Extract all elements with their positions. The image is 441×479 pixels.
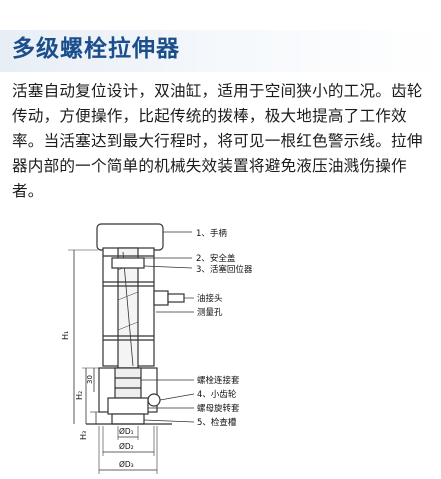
- oil-connector-shape: [153, 290, 169, 306]
- dim-d3: ØD₃: [119, 460, 134, 469]
- dim-h3: H₃: [79, 431, 88, 440]
- groove-shape: [111, 413, 145, 425]
- label-oil-joint: 油接头: [197, 293, 223, 304]
- label-small-gear: 4、小齿轮: [197, 389, 237, 400]
- dim-h2: H₂: [75, 391, 84, 400]
- dim-h1: H₁: [61, 331, 70, 340]
- piston-reset-shape: [111, 257, 145, 269]
- label-handle: 1、手柄: [196, 228, 227, 239]
- title-banner: [0, 30, 441, 72]
- label-safety-cover: 2、安全盖: [196, 253, 236, 264]
- page-title: 多级螺栓拉伸器: [12, 36, 180, 62]
- nut-sleeve-shape: [107, 397, 149, 415]
- dim-d1: ØD₁: [119, 427, 134, 436]
- bolt-sleeve-shape: [114, 367, 142, 399]
- small-gear-shape: [147, 393, 161, 407]
- label-groove: 5、检查槽: [197, 417, 237, 428]
- label-piston-reset: 3、活塞回位器: [196, 264, 253, 275]
- dim-30: 30: [86, 375, 94, 384]
- dim-d2: ØD₂: [119, 442, 134, 451]
- label-bolt-sleeve: 螺栓连接套: [197, 375, 240, 386]
- description-paragraph: 活塞自动复位设计，双油缸，适用于空间狭小的工况。齿轮传动，方便操作，比起传统的拨…: [12, 82, 423, 200]
- label-measure-hole: 测量孔: [197, 308, 223, 318]
- label-nut-sleeve: 螺母旋转套: [197, 403, 240, 414]
- handle-shape: [96, 223, 164, 251]
